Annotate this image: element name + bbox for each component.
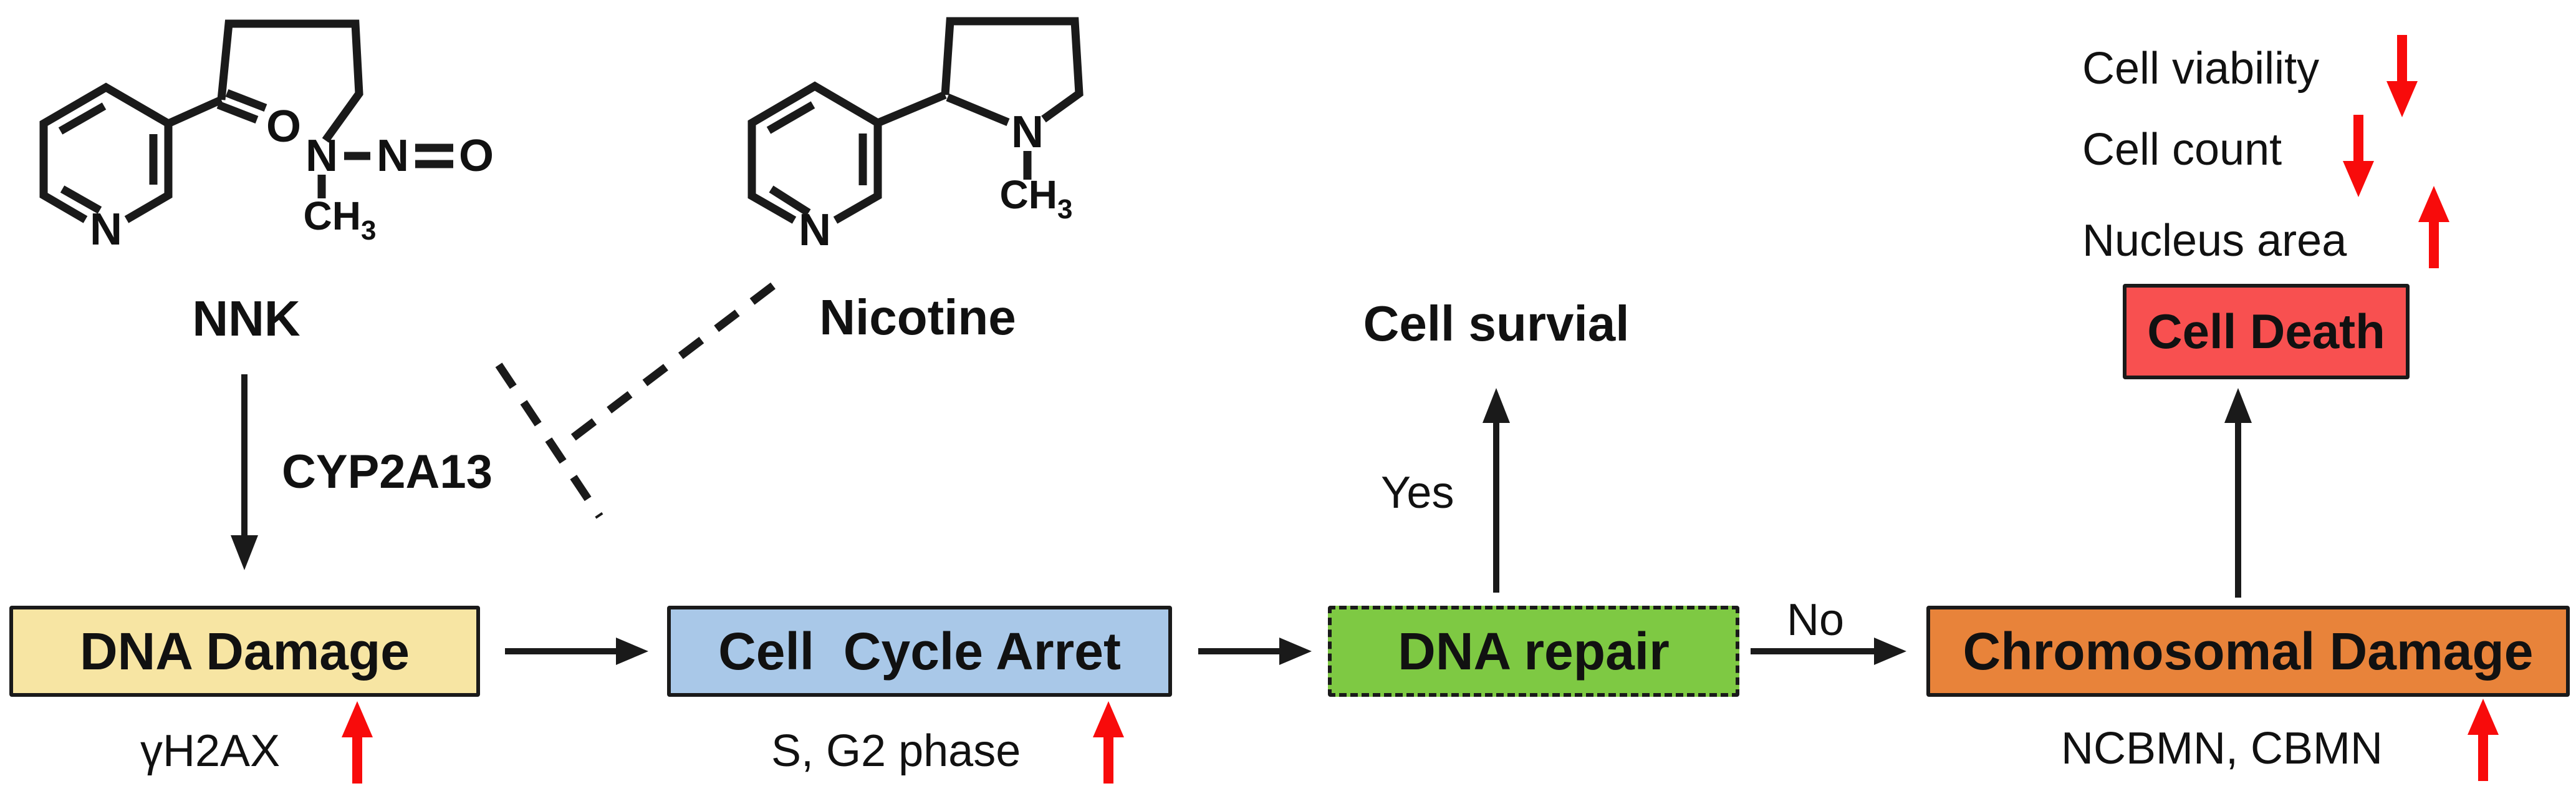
cell-cycle-to-dna-repair-arrow xyxy=(1198,638,1312,665)
nnk-ring-double-bond xyxy=(60,185,102,214)
nicotine-pyrrolidine-nc-bond xyxy=(946,93,1010,127)
nicotine-pyrrolidine-n-label: N xyxy=(1011,107,1044,157)
cell-count-label: Cell count xyxy=(2082,125,2282,175)
trend-down-arrow-icon-cell-count xyxy=(2343,115,2374,197)
nicotine-methyl-subscript: 3 xyxy=(1057,194,1073,225)
inhibition-line xyxy=(564,282,776,447)
nnk-butanone-chain xyxy=(217,19,363,143)
yes-branch-label: Yes xyxy=(1381,468,1454,518)
trend-up-arrow-icon-nucleus-area xyxy=(2418,186,2449,268)
trend-up-arrow-icon-s-g2-phase xyxy=(1093,701,1124,784)
nicotine-structure xyxy=(747,17,1084,224)
nnk-carbonyl-double-bond xyxy=(225,89,267,112)
nicotine-ring-double-bond xyxy=(769,185,811,216)
arrowhead-down-icon xyxy=(231,535,258,570)
no-branch-label: No xyxy=(1787,595,1845,645)
inhibition-cross-bar xyxy=(495,362,603,519)
chromosomal-to-cell-death-arrow xyxy=(2224,388,2252,598)
cyp2a13-enzyme-label: CYP2A13 xyxy=(282,445,493,498)
nnk-carbonyl-double-bond xyxy=(216,100,259,124)
node-chromosomal-damage: Chromosomal Damage xyxy=(1926,606,2570,697)
nnk-pyridine-ring xyxy=(39,82,173,223)
nnk-amine-n-label: N xyxy=(305,131,338,181)
trend-up-arrow-icon-ncbmn-cbmn xyxy=(2468,699,2499,781)
nicotine-aryl-bond xyxy=(876,91,947,127)
nicotine-ring-double-bond xyxy=(766,101,815,134)
nnk-carbonyl-o-label: O xyxy=(266,102,302,152)
nicotine-pyridine-ring xyxy=(747,81,882,224)
dna-damage-to-cell-cycle-arrow xyxy=(505,638,648,665)
nnk-label: NNK xyxy=(192,291,300,346)
cell-survival-label: Cell survial xyxy=(1363,296,1630,351)
arrowhead-up-icon xyxy=(1483,388,1510,423)
inhibition-dashed-lines xyxy=(495,282,776,519)
arrowhead-up-icon xyxy=(2224,388,2252,423)
nnk-pyridine-n-label: N xyxy=(90,205,122,255)
nnk-ring-double-bond xyxy=(58,102,107,135)
node-cell-cycle-arrest-label: Cell Cycle Arret xyxy=(718,621,1121,681)
node-cell-death: Cell Death xyxy=(2123,284,2410,379)
nnk-methyl-label: CH3 xyxy=(304,193,377,246)
nnk-aryl-bond xyxy=(166,96,223,127)
trend-up-arrow-icon-gamma-h2ax xyxy=(342,701,373,784)
nnk-nitroso-o-label: O xyxy=(458,131,494,181)
nicotine-label: Nicotine xyxy=(819,289,1016,345)
dna-repair-no-arrow xyxy=(1751,638,1906,665)
nucleus-area-label: Nucleus area xyxy=(2082,216,2347,266)
nicotine-methyl-ch: CH xyxy=(999,172,1057,217)
nnk-methyl-subscript: 3 xyxy=(360,215,377,246)
nnk-nitroso-n-label: N xyxy=(377,131,409,181)
nicotine-pyridine-n-label: N xyxy=(799,205,831,255)
arrowhead-right-icon xyxy=(1874,638,1906,665)
cell-viability-label: Cell viability xyxy=(2082,44,2320,94)
node-dna-repair: DNA repair xyxy=(1328,606,1739,697)
nicotine-methyl-label: CH3 xyxy=(1000,172,1073,225)
gamma-h2ax-marker-label: γH2AX xyxy=(140,726,281,776)
trend-down-arrow-icon-cell-viability xyxy=(2386,35,2418,117)
nnk-to-dna-damage-arrow xyxy=(231,374,258,570)
arrowhead-right-icon xyxy=(616,638,648,665)
node-cell-death-label: Cell Death xyxy=(2147,304,2385,359)
node-dna-damage-label: DNA Damage xyxy=(79,621,410,681)
nnk-methyl-ch: CH xyxy=(303,193,361,238)
ncbmn-cbmn-marker-label: NCBMN, CBMN xyxy=(2061,724,2383,774)
nnk-structure xyxy=(39,19,453,223)
node-chromosomal-damage-label: Chromosomal Damage xyxy=(1963,621,2534,681)
node-cell-cycle-arrest: Cell Cycle Arret xyxy=(667,606,1172,697)
node-dna-damage: DNA Damage xyxy=(9,606,480,697)
arrowhead-right-icon xyxy=(1279,638,1312,665)
dna-repair-yes-arrow xyxy=(1483,388,1510,593)
nicotine-pyrrolidine-ring xyxy=(941,17,1084,123)
node-dna-repair-label: DNA repair xyxy=(1398,621,1670,681)
s-g2-phase-marker-label: S, G2 phase xyxy=(771,726,1021,776)
